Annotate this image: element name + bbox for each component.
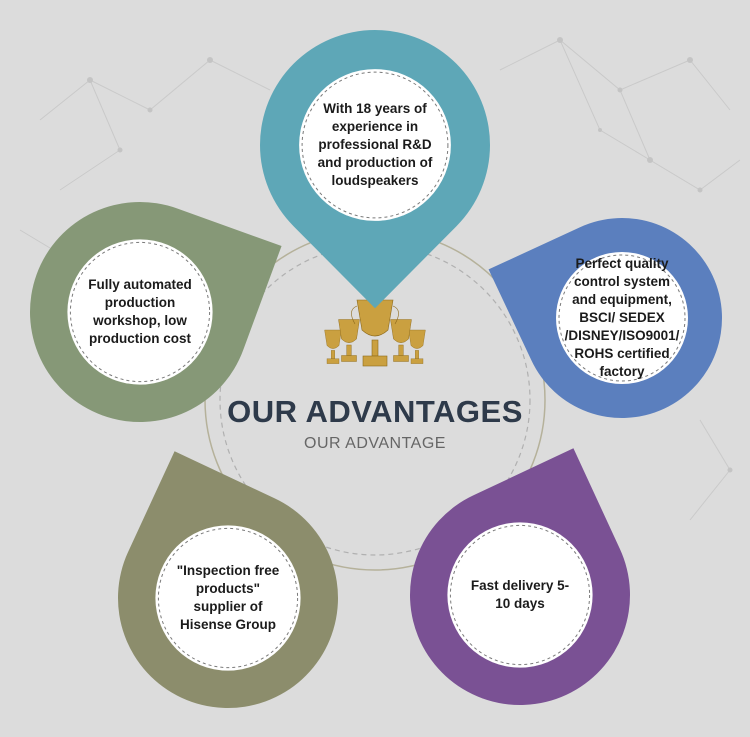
pin-dashed-border	[558, 254, 686, 382]
pin-inner-circle	[155, 525, 301, 671]
advantage-pin-quality	[488, 217, 722, 418]
trophy-icon	[324, 299, 426, 367]
advantage-pin-hisense	[117, 451, 338, 708]
advantage-text-automation: Fully automated production workshop, low…	[88, 277, 192, 346]
page-subtitle: OUR ADVANTAGE	[304, 435, 446, 452]
advantage-pin-experience	[260, 29, 490, 309]
pin-inner-circle	[67, 239, 213, 385]
pin-inner-circle	[299, 69, 451, 221]
pin-dashed-border	[301, 71, 449, 219]
advantage-text-delivery: Fast delivery 5-10 days	[470, 578, 570, 611]
advantage-text-hisense: "Inspection free products" supplier of H…	[176, 563, 280, 632]
advantage-pin-automation	[30, 201, 282, 423]
pin-inner-circle	[556, 252, 688, 384]
advantage-text-experience: With 18 years of experience in professio…	[317, 101, 433, 188]
advantage-pin-delivery	[409, 448, 630, 705]
page-title: OUR ADVANTAGES	[227, 394, 523, 429]
advantage-text-quality: Perfect quality control system and equip…	[564, 256, 680, 379]
pin-inner-circle	[447, 522, 593, 668]
pin-dashed-border	[449, 524, 591, 666]
pin-dashed-border	[157, 527, 299, 669]
pin-dashed-border	[69, 241, 211, 383]
